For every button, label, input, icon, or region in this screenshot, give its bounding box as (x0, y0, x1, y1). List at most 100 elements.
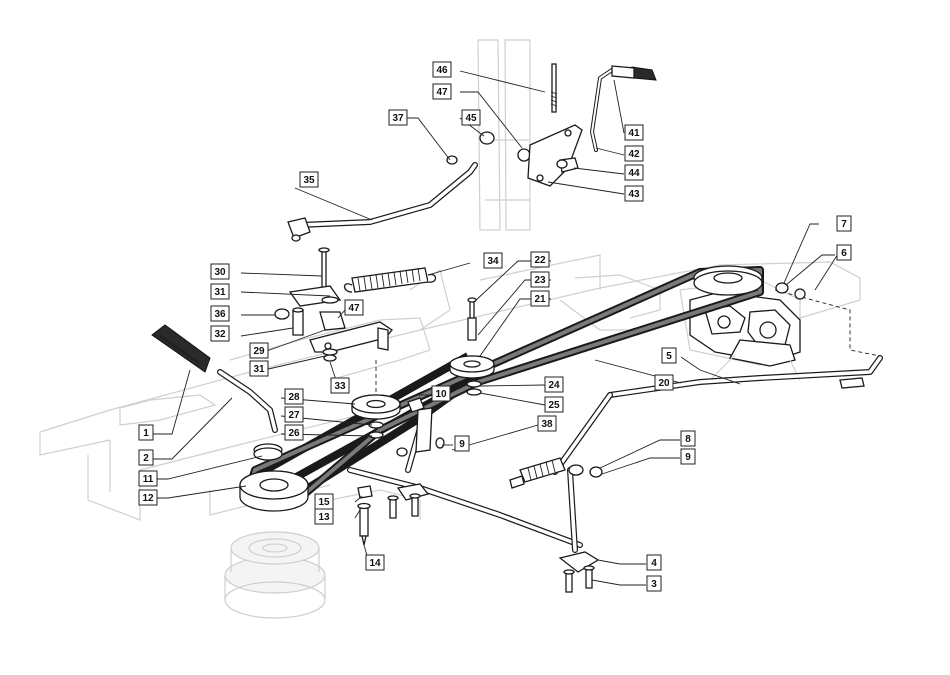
callout-number: 14 (369, 558, 381, 569)
callout-c33: 33 (330, 377, 350, 394)
callout-number: 1 (143, 428, 149, 439)
callout-box (299, 171, 319, 188)
callout-c6: 6 (836, 244, 852, 261)
callout-c3: 3 (646, 575, 662, 592)
callout-c28: 28 (284, 388, 304, 405)
leader-lines (153, 70, 839, 586)
callout-c8: 8 (680, 430, 696, 447)
callout-box (836, 244, 852, 261)
callout-c4: 4 (646, 554, 662, 571)
callout-c42: 42 (624, 145, 644, 162)
callout-box (537, 415, 557, 432)
callout-number: 9 (459, 439, 465, 450)
callout-c35: 35 (299, 171, 319, 188)
callout-box (330, 377, 350, 394)
callout-number: 20 (658, 378, 670, 389)
callout-number: 31 (253, 364, 265, 375)
callout-box (654, 374, 674, 391)
callout-box (314, 493, 334, 510)
callout-c1: 1 (138, 424, 154, 441)
callout-c12: 12 (138, 489, 158, 506)
callout-box (138, 489, 158, 506)
callout-c38: 38 (537, 415, 557, 432)
idler-pulley-28 (351, 360, 401, 439)
callout-box (624, 145, 644, 162)
callout-c23: 23 (530, 271, 550, 288)
rod-35 (287, 155, 478, 242)
callout-c14: 14 (365, 554, 385, 571)
callout-c29: 29 (249, 342, 269, 359)
callout-box (836, 215, 852, 232)
callout-number: 2 (143, 453, 149, 464)
callout-c13: 13 (314, 508, 334, 525)
callout-box (624, 185, 644, 202)
callout-number: 12 (142, 493, 154, 504)
clips-6-7 (775, 282, 806, 300)
callout-number: 45 (465, 113, 477, 124)
callout-number: 34 (487, 256, 499, 267)
callout-number: 47 (436, 87, 448, 98)
callout-box (388, 109, 408, 126)
callout-number: 11 (143, 474, 154, 485)
callout-c9b: 9 (680, 448, 696, 465)
callout-number: 33 (334, 381, 346, 392)
callout-c27: 27 (284, 406, 304, 423)
callout-number: 8 (685, 434, 691, 445)
idler-pulley-21 (449, 297, 495, 396)
callout-box (431, 385, 451, 402)
callout-box (138, 470, 158, 487)
bracket-15-bolts-13 (357, 483, 430, 546)
callout-box (646, 575, 662, 592)
callout-number: 25 (548, 400, 560, 411)
callout-number: 9 (685, 452, 691, 463)
callout-c15: 15 (314, 493, 334, 510)
callout-box (624, 124, 644, 141)
callout-c2: 2 (138, 449, 154, 466)
callout-box (530, 251, 550, 268)
engine-pulley (239, 443, 309, 512)
callout-number: 36 (214, 309, 226, 320)
callout-c46: 46 (432, 61, 452, 78)
callout-box (680, 448, 696, 465)
callout-c5: 5 (661, 347, 677, 364)
callout-c7: 7 (836, 215, 852, 232)
callout-c22: 22 (530, 251, 550, 268)
bracket-4-bolts-3 (558, 551, 600, 593)
callout-box (284, 406, 304, 423)
callout-c10: 10 (431, 385, 451, 402)
transmission-pulley (693, 265, 763, 296)
callout-box (210, 305, 230, 322)
callout-c45: 45 (461, 109, 481, 126)
callout-c30: 30 (210, 263, 230, 280)
callout-number: 31 (214, 287, 226, 298)
callout-c20: 20 (654, 374, 674, 391)
callout-box (432, 61, 452, 78)
callout-number: 26 (288, 428, 300, 439)
callout-number: 6 (841, 248, 847, 259)
callout-c44: 44 (624, 164, 644, 181)
lever-assembly (527, 63, 657, 187)
callout-box (138, 424, 154, 441)
callout-c36: 36 (210, 305, 230, 322)
callout-number: 24 (548, 380, 560, 391)
callout-c26: 26 (284, 424, 304, 441)
callout-number: 10 (435, 389, 447, 400)
callout-box (646, 554, 662, 571)
callout-number: 4 (651, 558, 657, 569)
callout-box (680, 430, 696, 447)
callout-number: 29 (253, 346, 265, 357)
callout-box (344, 299, 364, 316)
callout-number: 42 (628, 149, 640, 160)
callout-number: 7 (841, 219, 847, 230)
tension-spring (343, 267, 437, 293)
callout-box (544, 376, 564, 393)
callout-number: 21 (534, 294, 546, 305)
callout-box (661, 347, 677, 364)
pivot-10 (407, 397, 425, 413)
callout-number: 5 (666, 351, 672, 362)
callout-box (249, 342, 269, 359)
callout-box (210, 283, 230, 300)
callout-box (138, 449, 154, 466)
